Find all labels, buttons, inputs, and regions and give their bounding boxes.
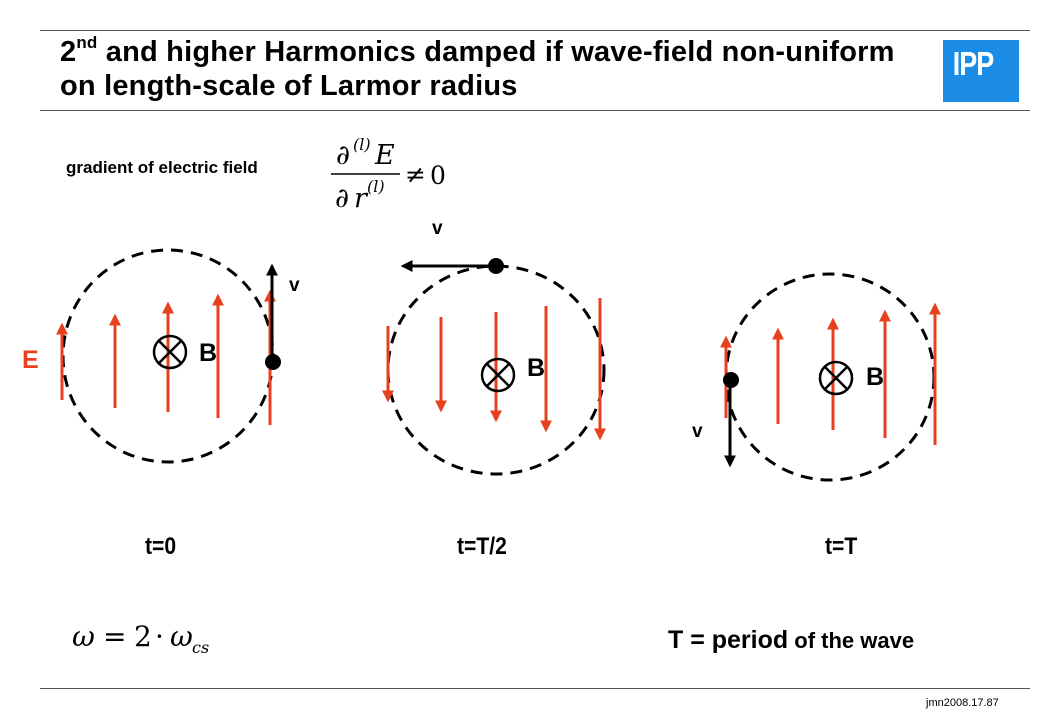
- page-title: 2nd and higher Harmonics damped if wave-…: [60, 33, 920, 103]
- v-label-3: v: [692, 421, 703, 442]
- omega-eq: =: [103, 620, 126, 653]
- formula-num-var: E: [374, 140, 395, 171]
- particle-2: [488, 258, 504, 274]
- title-number: 2: [60, 36, 77, 68]
- footer-id: jmn2008.17.87: [926, 697, 999, 709]
- gradient-formula: ∂ (l) E ∂ r (l) ≠ 0: [331, 135, 446, 214]
- ipp-logo: IPP: [943, 40, 1019, 102]
- period-note-rest: of the wave: [788, 628, 915, 653]
- field-label-e: E: [22, 346, 39, 374]
- v-label-2: v: [432, 218, 443, 239]
- period-note: T = period of the wave: [668, 626, 914, 655]
- time-label-tT: t=T: [825, 533, 858, 560]
- formula-num-order: (l): [353, 135, 371, 154]
- omega-rhs-subscript: cs: [192, 638, 209, 657]
- b-label-1: B: [199, 339, 217, 367]
- time-label-t0: t=0: [145, 533, 177, 560]
- time-label-t-half: t=T/2: [457, 533, 507, 560]
- particle-1: [265, 354, 281, 370]
- omega-formula: ω = 2 · ω cs: [72, 620, 209, 657]
- period-note-main: T = period: [668, 626, 789, 654]
- top-rule: [40, 30, 1030, 31]
- orbit-circle-3: [724, 272, 936, 482]
- b-label-3: B: [866, 363, 884, 391]
- panel-t-half: B v: [382, 218, 606, 476]
- formula-rhs: 0: [430, 161, 446, 190]
- omega-factor: 2: [134, 620, 152, 653]
- footer-rule: [40, 688, 1030, 689]
- panel-t0: B v: [56, 248, 300, 464]
- omega-rhs: ω: [170, 620, 193, 653]
- b-field-into-page-icon-2: [480, 357, 516, 393]
- b-label-2: B: [527, 354, 545, 382]
- omega-lhs: ω: [72, 620, 95, 653]
- formula-num-partial: ∂: [336, 140, 350, 171]
- title-rule: [40, 110, 1030, 111]
- title-superscript: nd: [76, 33, 98, 53]
- particle-3: [723, 372, 739, 388]
- gradient-label: gradient of electric field: [66, 158, 258, 177]
- b-field-into-page-icon-3: [818, 360, 854, 396]
- formula-den-var: r: [354, 183, 369, 214]
- panel-tT: B v: [692, 272, 941, 482]
- logo-text: IPP: [952, 45, 995, 83]
- orbit-circle-2: [386, 264, 606, 476]
- formula-relation: ≠: [405, 160, 426, 189]
- formula-den-partial: ∂: [335, 183, 349, 214]
- formula-den-order: (l): [367, 177, 385, 196]
- v-label-1: v: [289, 275, 300, 296]
- b-field-into-page-icon-1: [152, 334, 188, 370]
- omega-dot: ·: [155, 620, 164, 653]
- title-text: and higher Harmonics damped if wave-fiel…: [60, 36, 895, 102]
